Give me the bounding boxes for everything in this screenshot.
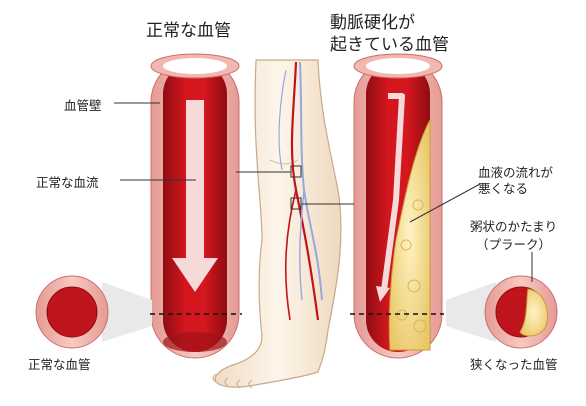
label-narrowed-cross-section: 狭くなった血管 xyxy=(470,357,558,372)
label-normal-blood-flow: 正常な血流 xyxy=(36,175,99,190)
label-poor-flow-line2: 悪くなる xyxy=(478,181,529,196)
label-normal-cross-section: 正常な血管 xyxy=(28,357,91,372)
label-plaque-line1: 粥状のかたまり xyxy=(470,219,558,234)
label-plaque-line2: （プラーク） xyxy=(476,237,552,252)
leader-lines xyxy=(114,102,533,282)
plaque-deposit xyxy=(388,119,431,351)
label-vessel-wall: 血管壁 xyxy=(64,98,102,113)
label-poor-flow-line1: 血液の流れが xyxy=(478,165,554,180)
poor-blood-flow-arrow xyxy=(376,93,405,302)
title-normal-vessel: 正常な血管 xyxy=(146,21,231,41)
normal-cross-section xyxy=(35,275,152,349)
leg-illustration xyxy=(212,59,342,389)
title-arteriosclerosis-line1: 動脈硬化が xyxy=(330,13,415,33)
arteriosclerosis-vessel xyxy=(353,53,443,359)
normal-vessel xyxy=(150,53,240,359)
title-arteriosclerosis-line2: 起きている血管 xyxy=(330,35,449,55)
narrowed-cross-section xyxy=(446,275,558,349)
